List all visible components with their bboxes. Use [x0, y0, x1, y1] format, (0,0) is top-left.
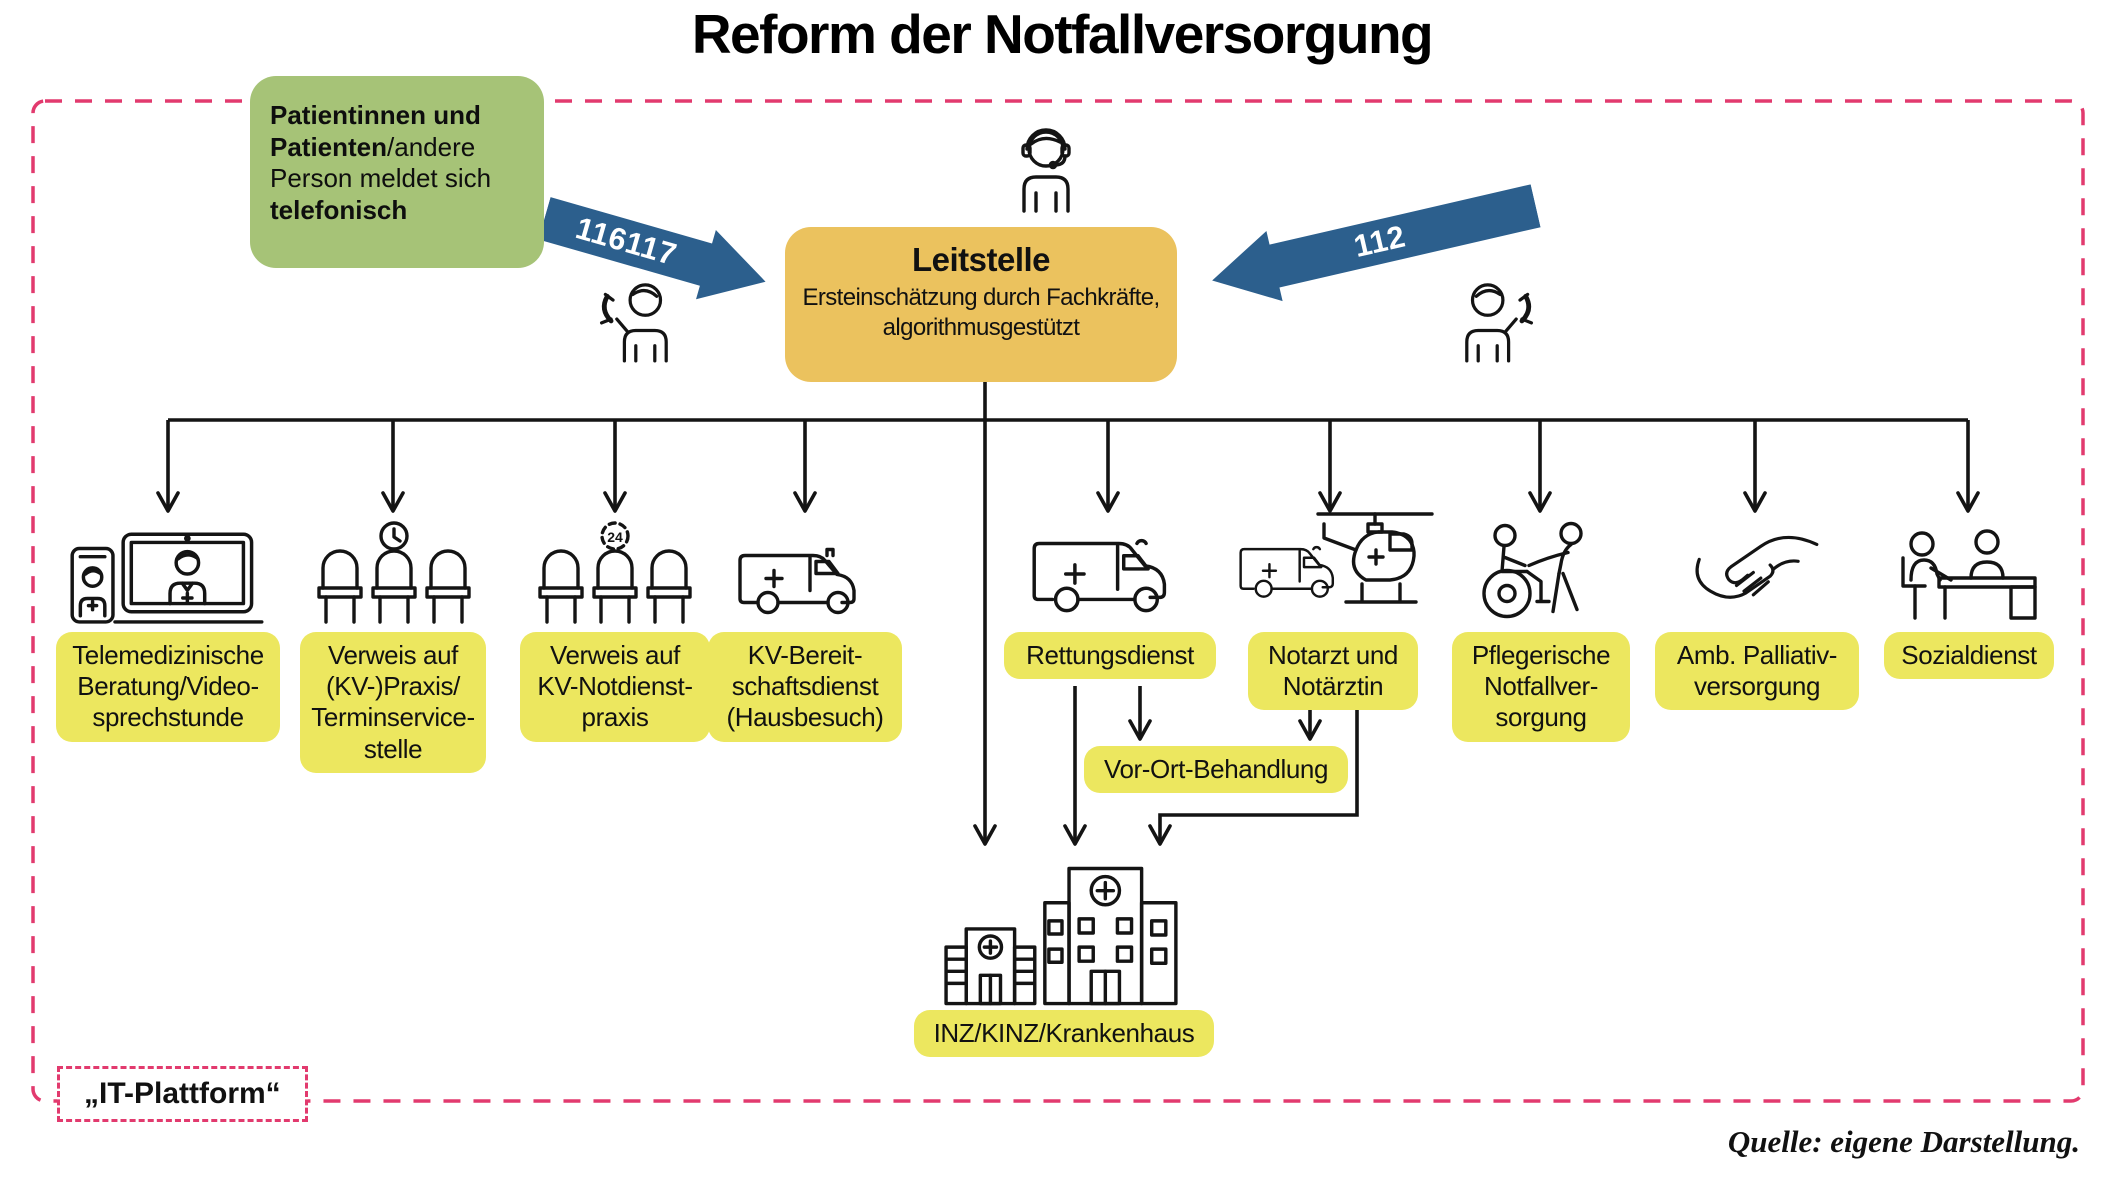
branch-label-sozialdienst: Sozialdienst: [1884, 632, 2054, 680]
waiting-room-clock-icon: [314, 516, 474, 626]
ambulance-helicopter-icon: [1232, 506, 1437, 624]
ambulance-icon: [1022, 522, 1200, 624]
patient-note-bold-end: telefonisch: [270, 195, 408, 226]
telemedicine-laptop-icon: [62, 520, 274, 626]
holding-hands-icon: [1688, 524, 1828, 620]
source-note: Quelle: eigene Darstellung.: [1727, 1124, 2080, 1159]
nursing-care-icon: [1467, 516, 1617, 624]
branch-label-notarzt: Notarzt und Notärztin: [1248, 632, 1418, 711]
doctor-home-visit-car-icon: [730, 530, 880, 626]
hospital-buildings-icon: [938, 862, 1190, 1006]
branch-label-pflegerische-notfallversorgung: Pflegerische Notfallver- sorgung: [1452, 632, 1630, 742]
patient-note-box: Patientinnen und Patienten/andere Person…: [250, 76, 544, 268]
caller-person-right-icon: [1444, 272, 1539, 370]
leitstelle-box: Leitstelle Ersteinschätzung durch Fachkr…: [785, 227, 1177, 382]
branch-label-rettungsdienst: Rettungsdienst: [1004, 632, 1216, 680]
branch-label-palliativversorgung: Amb. Palliativ- versorgung: [1655, 632, 1859, 711]
hospital-label: INZ/KINZ/Krankenhaus: [914, 1010, 1214, 1058]
leitstelle-subtitle: Ersteinschätzung durch Fachkräfte, algor…: [802, 284, 1160, 342]
page-title: Reform der Notfallversorgung: [691, 3, 1434, 65]
branch-label-kv-bereitschaftsdienst: KV-Bereit- schaftsdienst (Hausbesuch): [708, 632, 902, 742]
leitstelle-title: Leitstelle: [911, 241, 1051, 278]
on-site-treatment-label: Vor-Ort-Behandlung: [1084, 746, 1348, 794]
svg-text:24: 24: [607, 529, 623, 545]
caller-person-left-icon: [594, 272, 689, 370]
call-center-operator-icon: [996, 118, 1096, 220]
branch-label-telemedizin: Telemedizinische Beratung/Video- sprechs…: [56, 632, 280, 742]
it-platform-label: „IT-Plattform“: [57, 1066, 308, 1122]
branch-label-kv-praxis: Verweis auf (KV-)Praxis/ Terminservice- …: [300, 632, 486, 773]
waiting-room-24h-icon: 24: [535, 516, 695, 626]
branch-label-kv-notdienstpraxis: Verweis auf KV-Notdienst- praxis: [520, 632, 710, 742]
social-service-desk-icon: [1895, 520, 2045, 624]
